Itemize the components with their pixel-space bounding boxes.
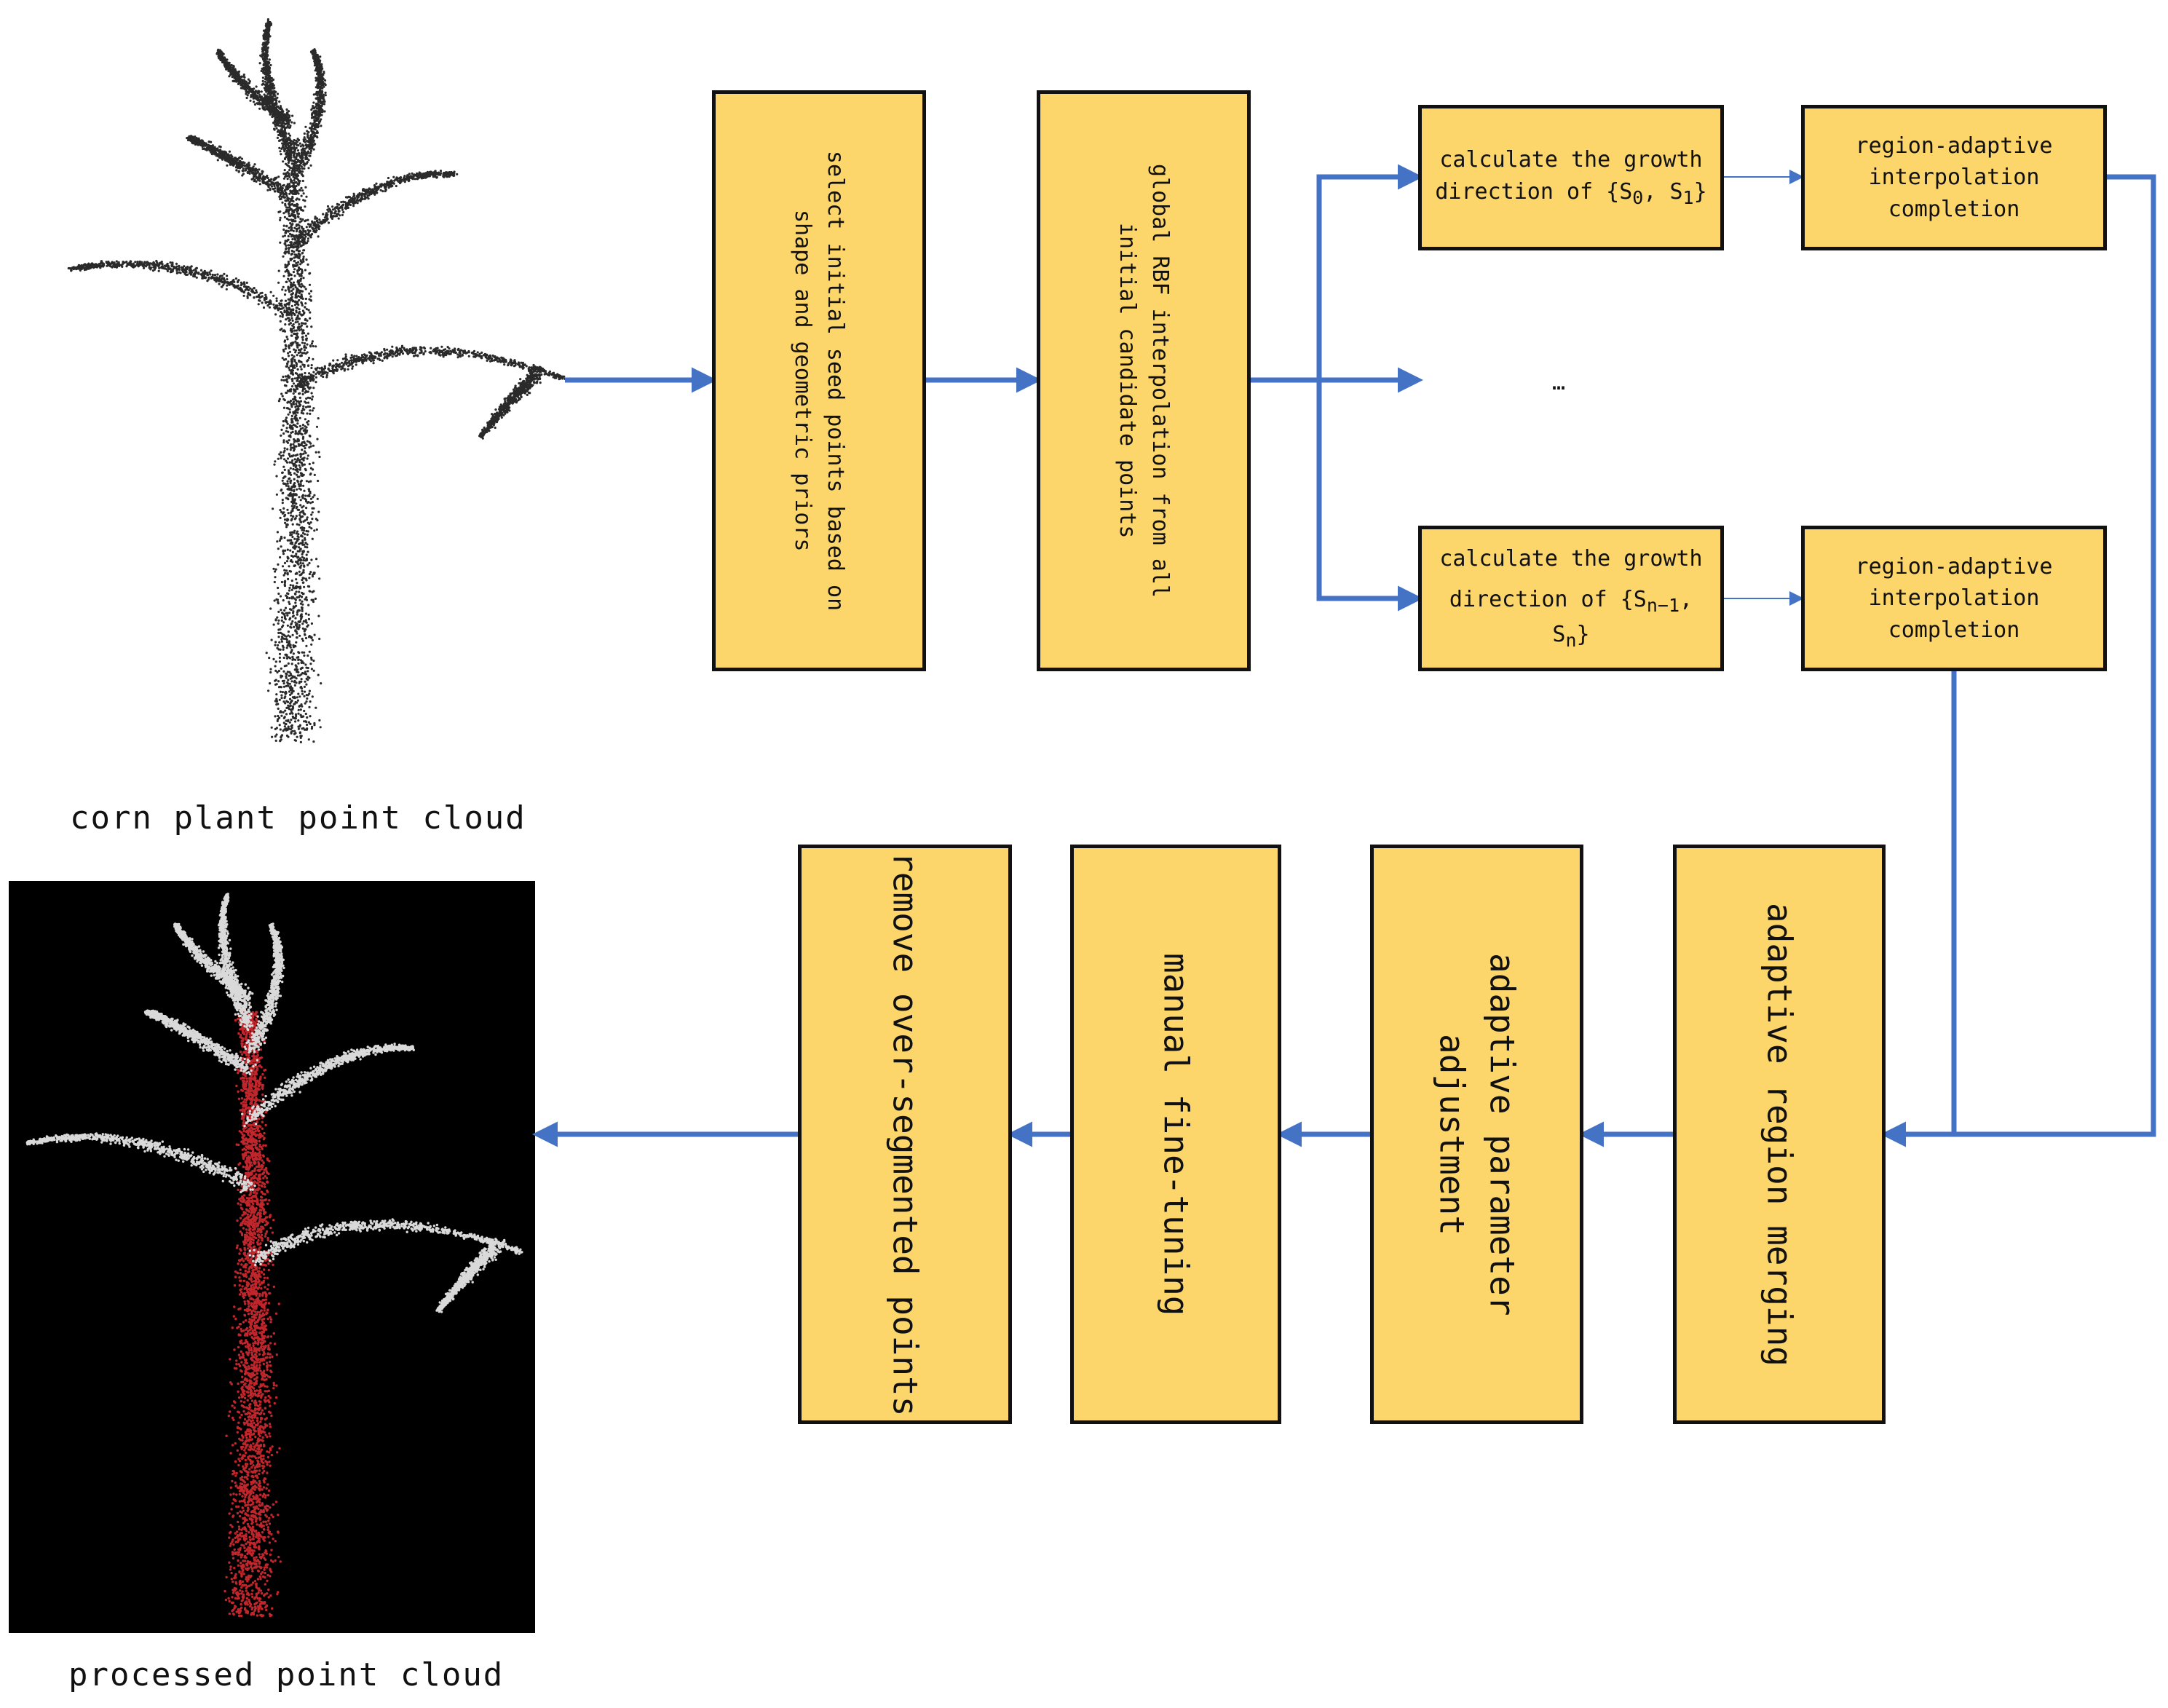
step-completion-last: region-adaptive interpolation completion [1801,526,2107,671]
step-growth-direction-last: calculate the growth direction of {Sn−1,… [1418,526,1724,671]
step-adaptive-parameter-adjustment-label: adaptive parameter adjustment [1432,952,1522,1316]
growth-last-sub-b: n [1565,629,1577,651]
step-growth-direction-last-label: calculate the growth direction of {Sn−1,… [1422,543,1720,654]
step-manual-fine-tuning: manual fine-tuning [1070,845,1281,1424]
growth-last-suffix: } [1576,621,1590,647]
step-adaptive-parameter-adjustment: adaptive parameter adjustment [1370,845,1583,1424]
growth-last-prefix: direction of {S [1449,586,1647,612]
caption-processed-point-cloud: processed point cloud [68,1656,505,1693]
growth-first-sub-b: 1 [1682,186,1694,208]
step-growth-direction-first: calculate the growth direction of {S0, S… [1418,105,1724,250]
step-global-rbf-interpolation: global RBF interpolation from all initia… [1037,90,1251,671]
growth-last-sub-a: n−1 [1646,594,1680,616]
growth-first-line2: direction of {S0, S1} [1435,176,1706,211]
step-completion-last-label: region-adaptive interpolation completion [1855,553,2053,643]
step-global-rbf-interpolation-label: global RBF interpolation from all initia… [1115,163,1173,598]
growth-last-sep: , S [1552,586,1693,647]
arrow-branch-first [1316,164,1423,380]
step-select-seed-points: select initial seed points based on shap… [712,90,926,671]
growth-first-prefix: direction of {S [1435,178,1633,205]
parallel-branches-ellipsis: … [1552,370,1566,395]
growth-first-suffix: } [1693,178,1707,205]
step-growth-direction-first-label: calculate the growth direction of {S0, S… [1425,144,1717,211]
caption-corn-plant-point-cloud: corn plant point cloud [70,799,526,837]
arrow-completion-first-to-merging [1880,174,2156,1147]
corn-plant-point-cloud [67,18,566,744]
growth-last-line1: calculate the growth [1439,546,1703,572]
step-completion-first: region-adaptive interpolation completion [1801,105,2107,250]
growth-first-sep: , S [1643,178,1683,205]
step-adaptive-region-merging-label: adaptive region merging [1760,902,1800,1367]
arrow-branch-last [1316,380,1423,612]
growth-last-line2: direction of {Sn−1, Sn} [1432,584,1710,655]
step-remove-over-segmented-points: remove over-segmented points [798,845,1012,1424]
step-completion-first-label: region-adaptive interpolation completion [1855,133,2053,222]
processed-point-cloud [9,881,535,1633]
step-adaptive-region-merging: adaptive region merging [1673,845,1886,1424]
step-manual-fine-tuning-label: manual fine-tuning [1156,952,1196,1316]
step-remove-over-segmented-points-label: remove over-segmented points [885,852,925,1417]
growth-first-sub-a: 0 [1632,186,1644,208]
growth-first-line1: calculate the growth [1439,147,1703,173]
step-select-seed-points-label: select initial seed points based on shap… [790,150,848,612]
